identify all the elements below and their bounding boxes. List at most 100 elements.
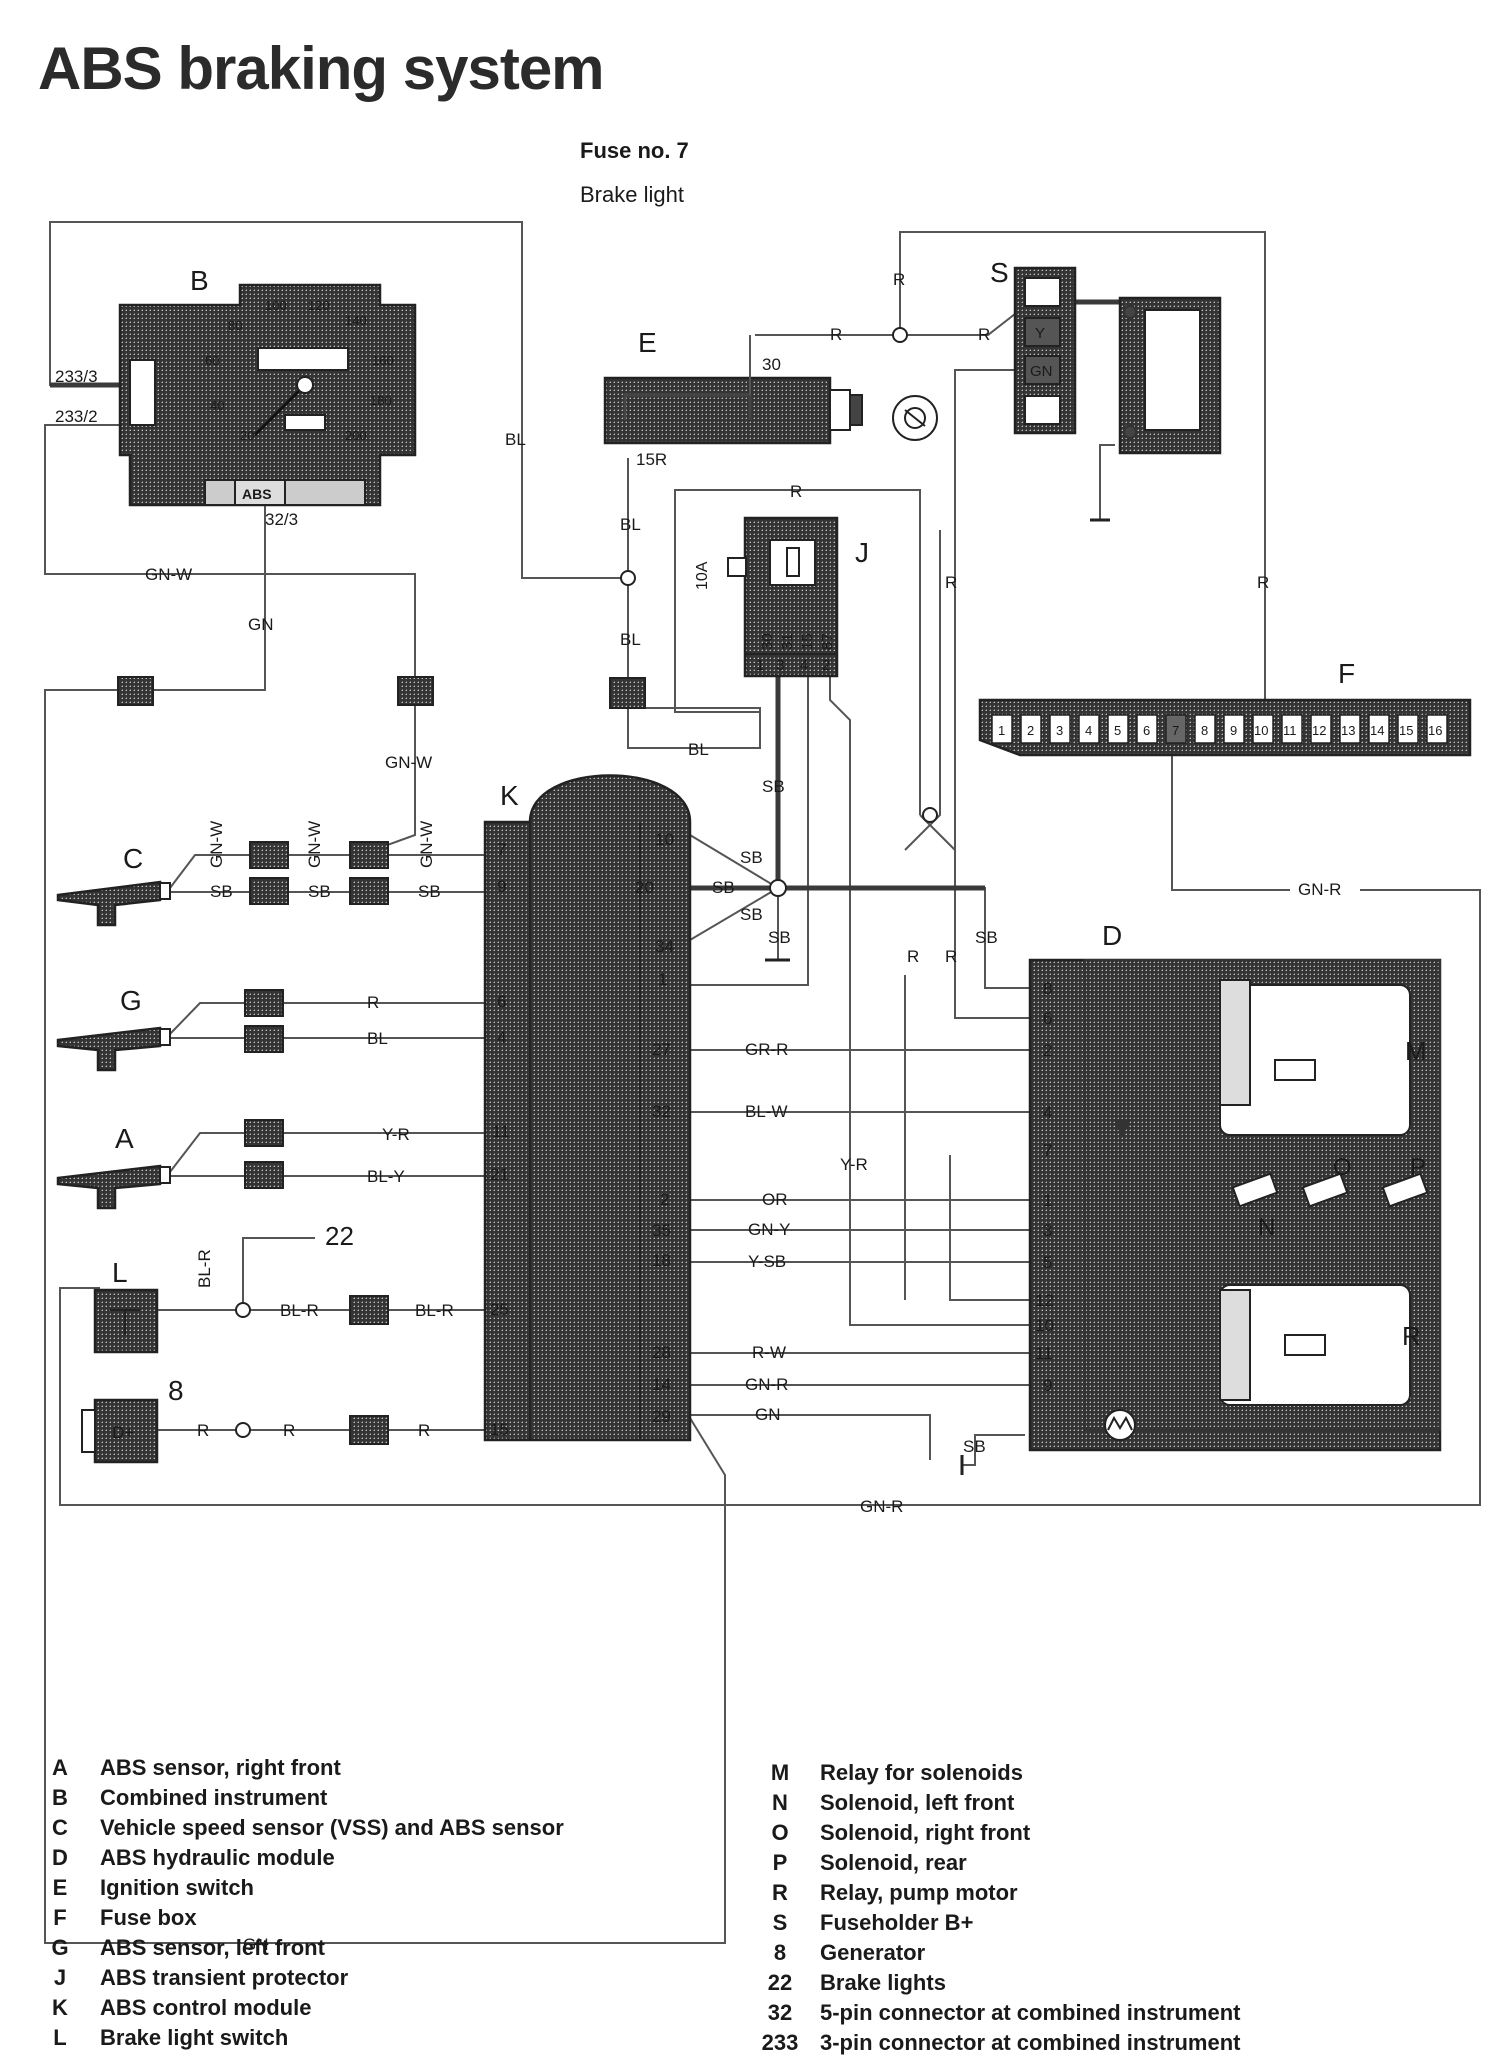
brake-light-switch: L (93, 1257, 159, 1354)
fuse-slot (1194, 714, 1216, 744)
ground-symbols (765, 518, 1110, 1475)
svg-text:SB: SB (740, 848, 763, 867)
k-pin: 18 (652, 1251, 671, 1270)
svg-text:GR-R: GR-R (745, 1040, 788, 1059)
legend-description: Relay, pump motor (820, 1880, 1018, 1905)
svg-text:SB: SB (418, 882, 441, 901)
legend-code: N (772, 1790, 788, 1815)
svg-text:GN-Y: GN-Y (748, 1220, 791, 1239)
generator-terminal: D+ (112, 1423, 134, 1442)
legend-code: L (53, 2025, 67, 2050)
svg-text:GN-R: GN-R (745, 1375, 788, 1394)
fuse-label: Fuse no. 7 (580, 138, 689, 163)
d-pin: 9 (1043, 1376, 1052, 1395)
fuse-slot (1281, 714, 1303, 744)
svg-text:BL-R: BL-R (195, 1249, 214, 1288)
terminal-30: 30 (762, 355, 781, 374)
k-pin: 11 (492, 1122, 510, 1141)
svg-text:R: R (945, 947, 957, 966)
fuse-number: 11 (1283, 723, 1297, 738)
svg-text:R-W: R-W (752, 1343, 786, 1362)
legend-code: E (52, 1875, 68, 1900)
fuse-slot (1426, 714, 1448, 744)
speedo-mark: 120 (308, 298, 330, 313)
legend-description: Fuse box (100, 1905, 197, 1930)
d-pin: 1 (1043, 1191, 1052, 1210)
svg-text:R: R (197, 1421, 209, 1440)
legend-code: S (772, 1910, 788, 1935)
legend-code: G (51, 1935, 69, 1960)
relay-pin: 2 (822, 657, 830, 674)
speedo-mark: 100 (265, 298, 287, 313)
svg-text:R: R (418, 1421, 430, 1440)
speedo-mark: 20 (240, 428, 254, 443)
fuse-slot (1368, 714, 1390, 744)
svg-text:SB: SB (963, 1437, 986, 1456)
battery (1118, 296, 1222, 455)
connector-233-2: 233/2 (55, 407, 98, 426)
svg-text:GN-W: GN-W (385, 753, 432, 772)
legend-code: B (52, 1785, 68, 1810)
legend-code: D (52, 1845, 68, 1870)
k-pin: 10 (655, 830, 674, 849)
label-G: G (120, 985, 142, 1016)
svg-text:R: R (893, 270, 905, 289)
svg-text:SB: SB (210, 882, 233, 901)
d-pin: 2 (1043, 1041, 1052, 1060)
speedo-mark: 180 (370, 393, 392, 408)
legend-description: 5-pin connector at combined instrument (820, 2000, 1241, 2025)
svg-text:GN-W: GN-W (417, 821, 436, 868)
svg-text:Y-R: Y-R (840, 1155, 868, 1174)
svg-text:SB: SB (308, 882, 331, 901)
legend-description: Solenoid, right front (820, 1820, 1031, 1845)
fuse-number: 6 (1143, 723, 1150, 738)
generator: D+ 8 (81, 1375, 184, 1464)
fuse-gn-label: GN (1030, 363, 1053, 380)
svg-text:R: R (830, 325, 842, 344)
svg-text:BL: BL (367, 1029, 388, 1048)
terminal-15r: 15R (636, 450, 667, 469)
k-pin: 14 (652, 1375, 671, 1394)
relay-terminal: 87 (819, 633, 836, 650)
fuse-slot (1223, 714, 1245, 744)
svg-text:R: R (283, 1421, 295, 1440)
legend-code: A (52, 1755, 68, 1780)
k-pin: 4 (497, 1028, 506, 1047)
k-pin: 27 (652, 1040, 671, 1059)
speedo-mark: 40 (210, 398, 224, 413)
label-F: F (1338, 658, 1355, 689)
legend-code: F (53, 1905, 67, 1930)
label-K: K (500, 780, 519, 811)
legend-description: Solenoid, rear (820, 1850, 967, 1875)
label-P: P (1410, 1154, 1426, 1181)
fuse-slot (1165, 714, 1187, 744)
legend-description: ABS hydraulic module (100, 1845, 335, 1870)
label-N: N (1258, 1214, 1275, 1241)
label-R: R (1402, 1321, 1421, 1351)
speedo-mark: 60 (205, 353, 219, 368)
fuse-10a: 10A (694, 561, 711, 590)
fuse-number: 15 (1399, 723, 1413, 738)
fuse-number: 14 (1370, 723, 1384, 738)
fuse-slot (1049, 714, 1071, 744)
label-M: M (1405, 1036, 1427, 1066)
svg-text:SB: SB (740, 905, 763, 924)
legend-code: M (770, 1760, 790, 1785)
fuse-slot (1020, 714, 1042, 744)
relay-terminal: 31 (779, 633, 796, 650)
d-pin: 11 (1035, 1344, 1053, 1363)
legend-code: 32 (767, 2000, 793, 2025)
fuse-number: 10 (1254, 723, 1268, 738)
relay-terminal: 30 (759, 633, 776, 650)
svg-text:BL: BL (620, 630, 641, 649)
k-pin: 20 (635, 878, 654, 897)
fuse-slot (1136, 714, 1158, 744)
d-pin: 6 (1043, 1009, 1052, 1028)
label-C: C (123, 843, 143, 874)
fuse-slot (1107, 714, 1129, 744)
connector-233-3: 233/3 (55, 367, 98, 386)
k-pin: 25 (490, 1300, 509, 1319)
svg-text:BL-Y: BL-Y (367, 1167, 405, 1186)
